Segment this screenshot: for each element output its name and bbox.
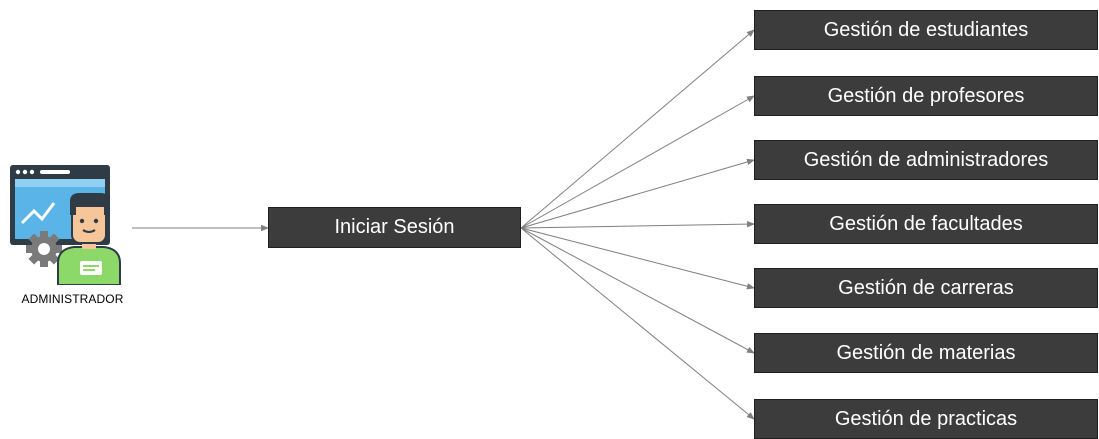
- module-node-students: Gestión de estudiantes: [754, 10, 1098, 50]
- module-node-faculties: Gestión de facultades: [754, 204, 1098, 244]
- login-to-module-arrow-5: [520, 227, 755, 290]
- module-node-practices: Gestión de practicas: [754, 399, 1098, 439]
- module-node-subjects: Gestión de materias: [754, 333, 1098, 373]
- login-to-module-arrow-1: [520, 29, 755, 229]
- module-node-careers: Gestión de carreras: [754, 268, 1098, 308]
- actor-label: ADMINISTRADOR: [21, 292, 124, 306]
- module-node-administrators: Gestión de administradores: [754, 140, 1098, 180]
- login-to-module-arrow-6: [520, 227, 755, 354]
- admin-avatar-icon: [10, 165, 121, 286]
- login-to-module-arrow-7: [520, 227, 755, 420]
- login-to-module-arrow-3: [520, 158, 755, 229]
- login-to-module-arrow-2: [520, 95, 755, 229]
- login-to-module-arrow-4: [520, 220, 755, 229]
- login-node: Iniciar Sesión: [268, 207, 521, 248]
- administrator-actor: [8, 163, 133, 286]
- module-node-professors: Gestión de profesores: [754, 76, 1098, 116]
